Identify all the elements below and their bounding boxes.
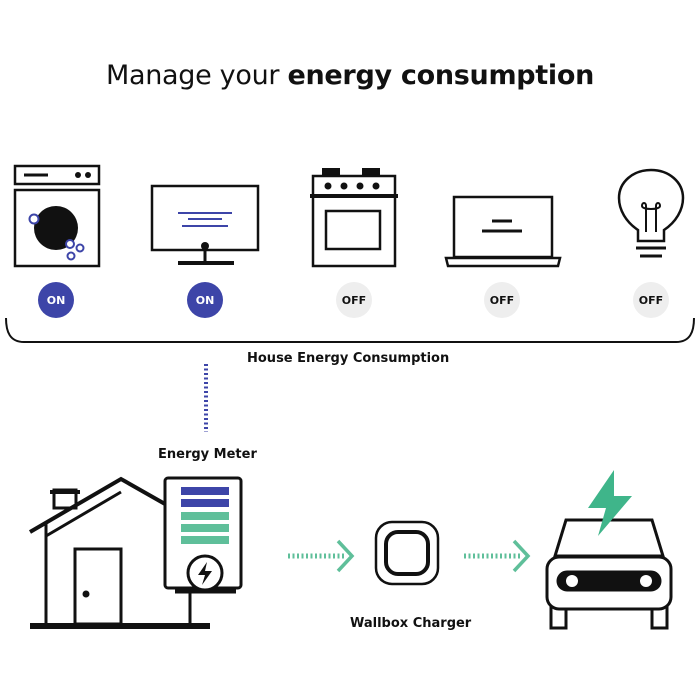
status-text: OFF (638, 293, 664, 307)
energy-meter-label: Energy Meter (158, 447, 257, 462)
wallbox-charger-label: Wallbox Charger (350, 616, 472, 631)
light-bulb-icon (617, 168, 685, 258)
washing-machine-icon (13, 164, 101, 268)
status-text: ON (46, 293, 66, 307)
title-bold: energy consumption (287, 60, 595, 91)
charging-bolt-icon (588, 470, 632, 536)
status-text: ON (195, 293, 215, 307)
oven-status-badge[interactable]: OFF (336, 282, 372, 318)
monitor-status-badge[interactable]: ON (187, 282, 223, 318)
title-regular: Manage your (105, 60, 288, 91)
status-text: OFF (489, 293, 515, 307)
oven-icon (310, 168, 398, 268)
light-bulb-status-badge[interactable]: OFF (633, 282, 669, 318)
flow-arrow-to-car (464, 539, 531, 573)
house-icon (28, 476, 210, 629)
page-title: Manage your energy consumption (0, 60, 700, 91)
car-icon (545, 518, 673, 630)
flow-arrow-to-charger (288, 539, 355, 573)
house-consumption-label: House Energy Consumption (247, 351, 450, 366)
status-text: OFF (341, 293, 367, 307)
monitor-icon (150, 184, 260, 265)
laptop-status-badge[interactable]: OFF (484, 282, 520, 318)
consumption-bracket (5, 317, 695, 343)
energy-meter-icon (163, 476, 243, 594)
laptop-icon (444, 195, 562, 268)
wallbox-charger-icon (374, 520, 440, 586)
washing-machine-status-badge[interactable]: ON (38, 282, 74, 318)
